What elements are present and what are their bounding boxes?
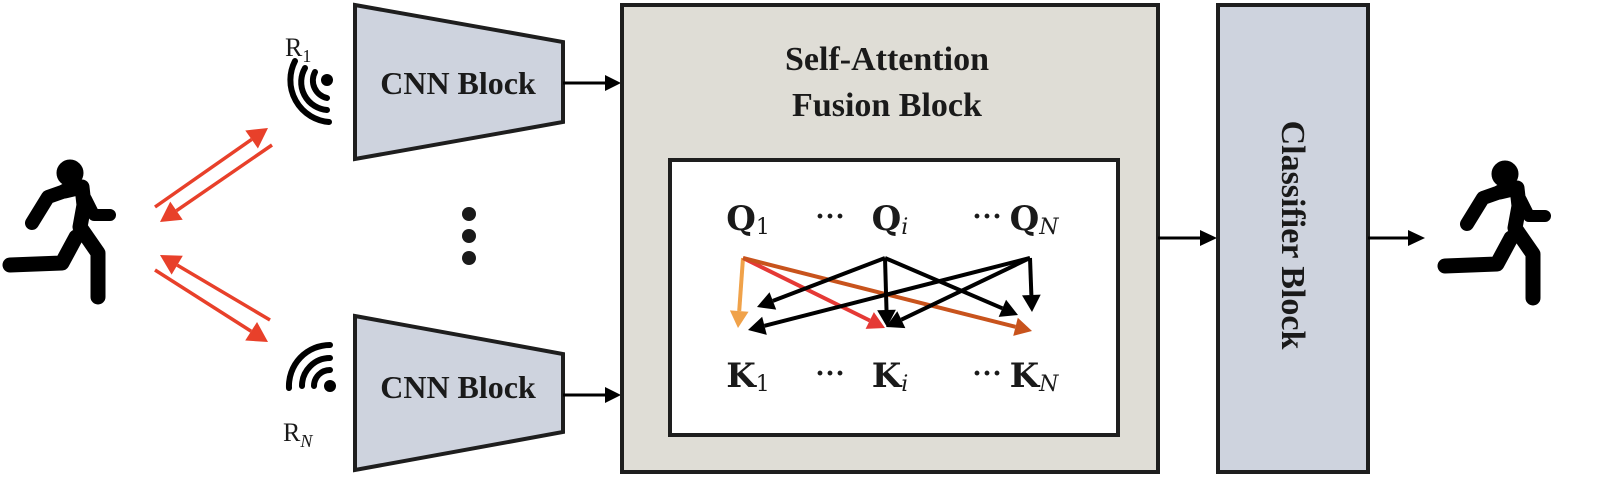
attention-edge-q1-k1 xyxy=(877,257,896,327)
query-dots-2: ··· xyxy=(972,200,1002,233)
query-q1: Q1 xyxy=(726,199,770,240)
cnn-block-n-label: CNN Block xyxy=(380,369,536,405)
key-dots-1: ··· xyxy=(815,357,845,390)
query-dots-1: ··· xyxy=(815,200,845,233)
fusion-block-title-line1: Self-Attention xyxy=(785,41,989,78)
query-qi: Qi xyxy=(872,199,909,240)
query-qn: QN xyxy=(1010,199,1060,240)
cnn-block-1-label: CNN Block xyxy=(380,65,536,101)
signal-arrow-to-r1 xyxy=(153,128,268,209)
attention-edge-q1-k2 xyxy=(884,256,1018,317)
attention-edge-q2-k0 xyxy=(748,256,1031,335)
key-k1: K1 xyxy=(726,356,770,397)
attention-edge-q2-k1 xyxy=(886,256,1031,329)
self-attention-fusion-block: Self-Attention Fusion Block xyxy=(620,3,1160,474)
cnn-block-n: CNN Block xyxy=(353,313,565,473)
query-labels: Q1 Qi QN ··· ··· xyxy=(726,199,1059,240)
output-running-person-icon xyxy=(1445,161,1545,298)
signal-arrow-from-r1 xyxy=(160,143,273,222)
cnn-to-fusion-arrows xyxy=(563,75,621,403)
fusion-block-title-line2: Fusion Block xyxy=(792,87,982,124)
radar-r1-label: R1 xyxy=(285,33,311,66)
key-dots-2: ··· xyxy=(972,357,1002,390)
attention-edge-q0-k0 xyxy=(729,257,749,328)
classifier-block: Classifier Block xyxy=(1216,3,1370,474)
radar-r1-icon xyxy=(287,58,333,125)
cnn-block-1: CNN Block xyxy=(353,2,565,162)
classifier-block-label: Classifier Block xyxy=(1274,121,1311,350)
key-ki: Ki xyxy=(872,356,909,397)
classifier-to-output-arrow xyxy=(1368,230,1425,246)
input-running-person-icon xyxy=(10,160,110,297)
key-kn: KN xyxy=(1010,356,1060,397)
vertical-ellipsis-icon xyxy=(462,207,476,265)
radar-rn-label: RN xyxy=(283,418,313,451)
attention-edge-q0-k2 xyxy=(742,256,1032,336)
attention-edges xyxy=(729,256,1041,336)
fusion-to-classifier-arrow xyxy=(1158,230,1217,246)
attention-edge-q1-k0 xyxy=(757,256,886,310)
signal-arrows xyxy=(153,128,273,342)
signal-arrow-to-rn xyxy=(154,268,268,342)
attention-matrix-panel xyxy=(668,158,1120,437)
attention-edge-q2-k2 xyxy=(1022,257,1041,312)
key-labels: K1 Ki KN ··· ··· xyxy=(726,356,1059,397)
signal-arrow-from-rn xyxy=(160,255,271,322)
radar-rn-icon xyxy=(285,341,336,392)
